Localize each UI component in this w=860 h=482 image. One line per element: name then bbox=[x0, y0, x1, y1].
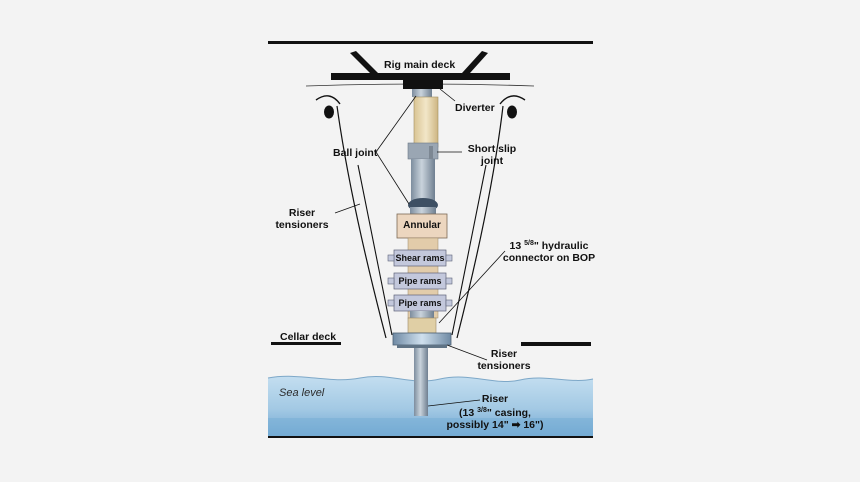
label-pipe-rams-upper: Pipe rams bbox=[398, 276, 442, 286]
ball-joint-neck bbox=[410, 207, 436, 214]
shear-rams-knob-left bbox=[387, 254, 395, 262]
label-short-slip-joint: Short slip joint bbox=[463, 143, 521, 167]
pipe-rams-upper-knob-left bbox=[387, 277, 395, 285]
label-riser-line1: Riser bbox=[481, 393, 509, 405]
label-riser-tensioners-left-line1: Riser bbox=[288, 207, 316, 219]
tensioner-ring-underside bbox=[397, 345, 447, 348]
tensioner-ring bbox=[392, 332, 452, 346]
label-shear-rams: Shear rams bbox=[395, 253, 445, 263]
label-short-slip-joint-line1: Short slip bbox=[467, 143, 517, 155]
label-riser-tensioners-right-line2: tensioners bbox=[477, 360, 531, 372]
diverter bbox=[403, 80, 443, 89]
slip-joint-outer bbox=[413, 96, 439, 148]
label-riser-tensioners-left-line2: tensioners bbox=[275, 219, 329, 231]
label-hydraulic-connector: 13 5/8" hydraulic connector on BOP bbox=[494, 238, 604, 264]
shear-rams-knob-right bbox=[445, 254, 453, 262]
top-frame-line bbox=[268, 41, 593, 44]
pipe-rams-lower-knob-left bbox=[387, 299, 395, 307]
label-riser-line2: (13 3/8" casing, bbox=[440, 405, 550, 419]
label-cellar-deck: Cellar deck bbox=[280, 331, 337, 343]
label-riser-tensioners-right-line1: Riser bbox=[490, 348, 518, 360]
label-pipe-rams-lower: Pipe rams bbox=[398, 298, 442, 308]
label-hydraulic-connector-line1: 13 5/8" hydraulic bbox=[494, 238, 604, 252]
deck-leg-right bbox=[462, 51, 488, 73]
label-riser-tensioners-left: Riser tensioners bbox=[270, 207, 334, 231]
tensioner-cable-right-outer bbox=[456, 105, 504, 339]
label-riser-tensioners-right: Riser tensioners bbox=[472, 348, 536, 372]
connector-size-fraction: 5/8 bbox=[524, 240, 534, 247]
seabed-line bbox=[268, 436, 593, 438]
pipe-rams-lower-knob-right bbox=[445, 299, 453, 307]
leader-diverter bbox=[439, 88, 456, 102]
label-sea-level: Sea level bbox=[279, 387, 325, 399]
label-ball-joint: Ball joint bbox=[333, 147, 378, 159]
inner-riser-pipe bbox=[411, 159, 435, 201]
riser-size-fraction: 3/8 bbox=[477, 407, 487, 414]
sea-surface-line bbox=[267, 375, 594, 383]
sheave-right-wheel bbox=[507, 105, 517, 119]
leader-ball-joint-upper bbox=[375, 95, 417, 153]
arrow-right-icon: ➡ bbox=[511, 419, 521, 431]
label-riser-line3: possibly 14" ➡ 16") bbox=[440, 419, 550, 431]
label-annular: Annular bbox=[403, 220, 441, 231]
connector-pipe bbox=[410, 311, 434, 318]
riser-size-suffix: " casing, bbox=[486, 407, 531, 419]
sheave-left bbox=[315, 95, 341, 105]
sheave-right bbox=[499, 95, 526, 105]
tensioner-cable-right-inner bbox=[451, 164, 487, 336]
rig-main-deck bbox=[331, 73, 510, 80]
label-riser: Riser (13 3/8" casing, possibly 14" ➡ 16… bbox=[440, 393, 550, 431]
deck-leg-left bbox=[350, 51, 378, 73]
tensioner-cable-left-outer bbox=[336, 105, 387, 339]
connector-size-whole: 13 bbox=[509, 240, 525, 252]
pipe-rams-upper-knob-right bbox=[445, 277, 453, 285]
cellar-deck-left bbox=[271, 342, 341, 345]
label-hydraulic-connector-line2: connector on BOP bbox=[502, 252, 596, 264]
leader-riser bbox=[427, 399, 481, 407]
riser-pipe bbox=[414, 348, 428, 416]
label-rig-main-deck: Rig main deck bbox=[384, 59, 456, 71]
annular-preventer bbox=[396, 213, 448, 239]
sea-deep-band bbox=[268, 418, 593, 436]
leader-riser-tensioners-left bbox=[334, 203, 361, 214]
connector-size-suffix: " hydraulic bbox=[533, 240, 589, 252]
riser-alt-size-end: 16") bbox=[520, 419, 544, 431]
cellar-deck-right bbox=[521, 342, 591, 346]
sheave-left-wheel bbox=[324, 105, 334, 119]
riser-alt-size: possibly 14" bbox=[446, 419, 512, 431]
label-short-slip-joint-line2: joint bbox=[480, 155, 504, 167]
upper-riser-pipe bbox=[412, 89, 432, 97]
label-diverter: Diverter bbox=[455, 102, 495, 114]
hydraulic-connector bbox=[407, 317, 437, 334]
slip-joint-collar bbox=[407, 142, 439, 160]
tensioner-cable-left-inner bbox=[357, 164, 393, 336]
leader-riser-tensioners-right bbox=[446, 344, 488, 361]
leader-ball-joint-lower bbox=[375, 151, 410, 205]
leader-hydraulic-connector bbox=[438, 250, 506, 324]
slip-joint-bracket bbox=[429, 146, 433, 164]
riser-size-whole: (13 bbox=[459, 407, 478, 419]
